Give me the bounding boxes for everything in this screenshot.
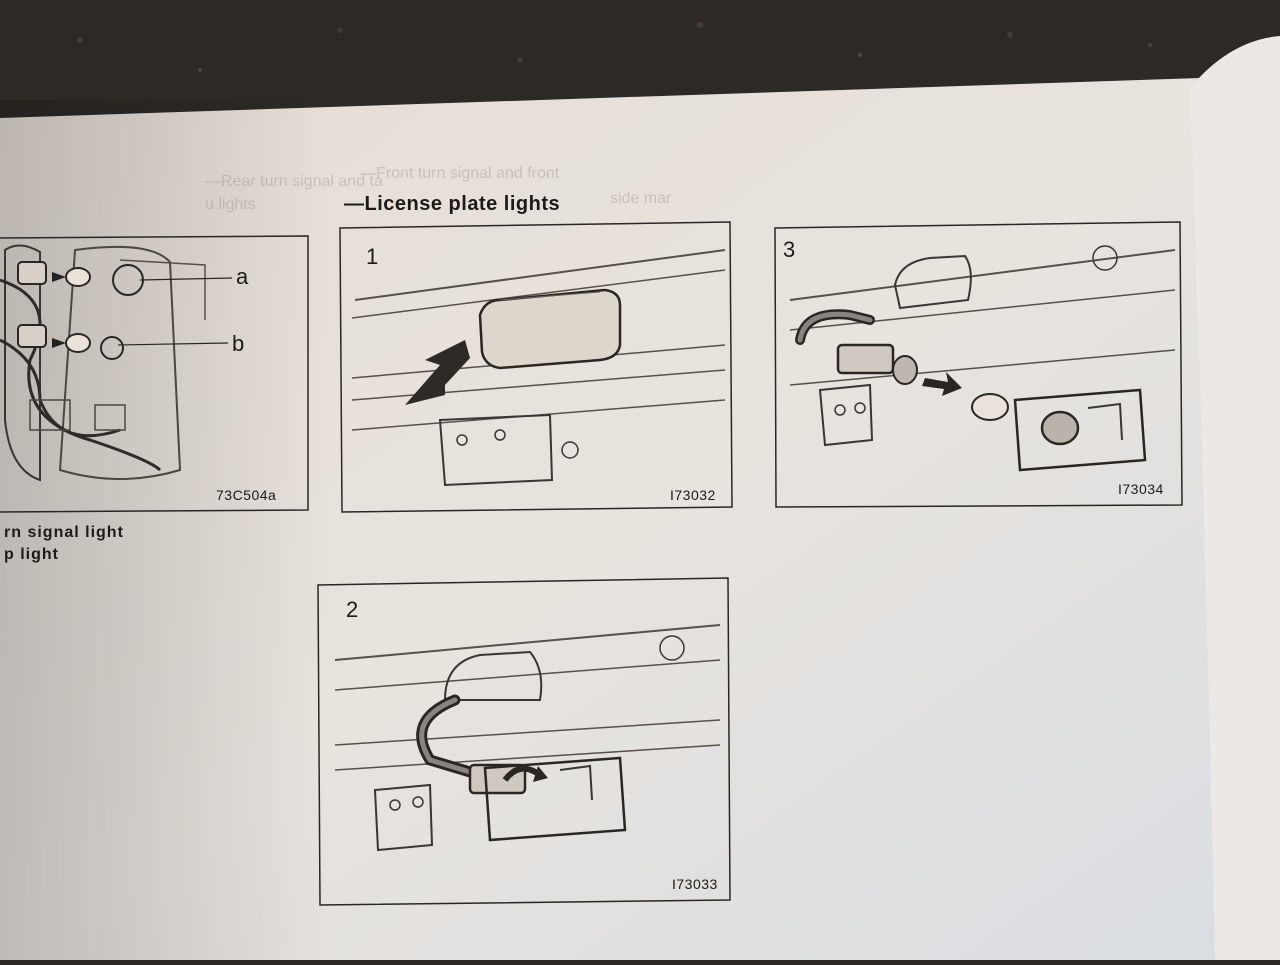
figure-2-code: I73033	[672, 876, 718, 892]
left-caption-line-1: rn signal light	[4, 524, 124, 541]
figure-3-code: I73034	[1118, 481, 1164, 497]
page-curl	[1190, 36, 1280, 960]
left-caption-line-2: p light	[4, 546, 59, 563]
figure-1-number: 1	[366, 244, 379, 269]
show-through-mid-heading-2: side mar	[610, 190, 672, 207]
show-through-mid-heading-1: —Front turn signal and front	[360, 165, 560, 182]
callout-a: a	[236, 264, 249, 289]
page-shadow	[0, 100, 330, 960]
show-through-left-heading-1: —Rear turn signal and ta	[205, 173, 383, 190]
figure-3-number: 3	[783, 237, 796, 262]
callout-b: b	[232, 331, 245, 356]
granite-speckle	[77, 22, 1152, 72]
figure-1-code: I73032	[670, 487, 716, 503]
figure-2-frame	[317, 577, 731, 906]
figure-1-frame	[339, 221, 733, 513]
figure-left-code: 73C504a	[216, 487, 277, 503]
show-through-left-heading-2: u lights	[205, 196, 256, 213]
figure-left-frame	[0, 235, 309, 513]
section-heading: —License plate lights	[344, 193, 561, 215]
figure-2-number: 2	[346, 597, 359, 622]
figure-3-frame	[774, 221, 1183, 508]
